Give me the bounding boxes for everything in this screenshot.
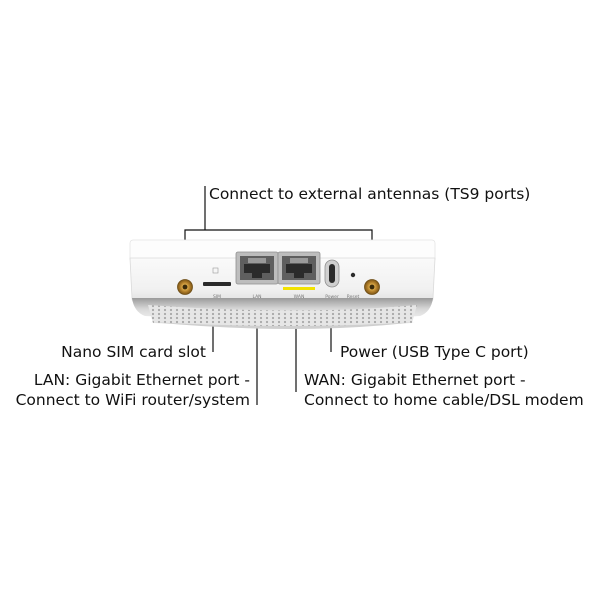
device-label-power: Power — [325, 294, 339, 300]
sim-slot: SIM — [203, 267, 231, 300]
callout-antennas: Connect to external antennas (TS9 ports) — [209, 185, 531, 203]
callout-power: Power (USB Type C port) — [340, 343, 529, 361]
callout-lan-line2: Connect to WiFi router/system — [15, 391, 250, 409]
device-label-sim: SIM — [213, 294, 221, 300]
callout-sim: Nano SIM card slot — [61, 343, 206, 361]
wan-indicator-bar — [283, 287, 315, 290]
reset-button: Reset — [347, 272, 360, 300]
callout-wan-line1: WAN: Gigabit Ethernet port - — [304, 371, 526, 389]
device-label-lan: LAN — [252, 294, 261, 300]
lan-port: LAN — [235, 251, 279, 300]
antenna-port-left — [177, 279, 193, 295]
power-port: Power — [324, 259, 340, 300]
wan-port: WAN — [277, 251, 321, 300]
device-label-wan: WAN — [294, 294, 305, 300]
device-body — [129, 239, 436, 329]
callout-wan-line2: Connect to home cable/DSL modem — [304, 391, 584, 409]
device-label-reset: Reset — [347, 294, 360, 300]
callout-lan-line1: LAN: Gigabit Ethernet port - — [33, 371, 250, 389]
callout-lan: LAN: Gigabit Ethernet port - Connect to … — [16, 370, 250, 410]
antenna-port-right — [364, 279, 380, 295]
callout-wan: WAN: Gigabit Ethernet port - Connect to … — [304, 370, 584, 410]
